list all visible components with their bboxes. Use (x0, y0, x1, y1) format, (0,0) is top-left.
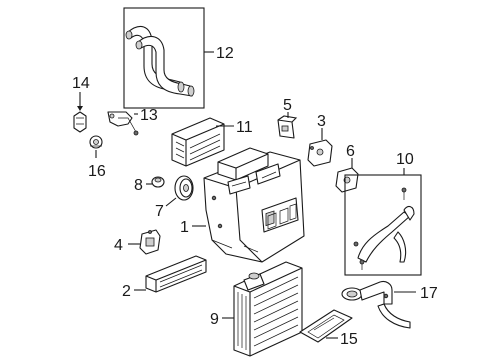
callout-13: 13 (140, 107, 158, 124)
part-15-seal (299, 309, 353, 343)
part-13-bracket (107, 111, 139, 136)
callout-7: 7 (155, 203, 164, 220)
callout-5: 5 (283, 97, 292, 114)
callout-16: 16 (88, 163, 106, 180)
callout-3: 3 (317, 113, 326, 130)
part-1-hvac-housing (203, 147, 305, 263)
callout-8: 8 (134, 177, 143, 194)
part-9-heater-core (233, 261, 303, 357)
part-6-actuator (335, 167, 359, 193)
callout-14: 14 (72, 75, 90, 92)
callout-10: 10 (396, 151, 414, 168)
callout-9: 9 (210, 311, 219, 328)
part-5-actuator (277, 115, 298, 139)
part-10-inset-box (344, 174, 422, 276)
callout-4: 4 (114, 237, 123, 254)
part-10-hose-assembly (344, 174, 422, 276)
callout-2: 2 (122, 283, 131, 300)
callout-15: 15 (340, 331, 358, 348)
part-12-inset-box (123, 7, 205, 109)
part-12-heater-tubes (123, 7, 205, 109)
part-4-actuator (139, 229, 161, 255)
part-8-grommet (151, 176, 165, 188)
part-17-drain-hose (341, 280, 411, 329)
part-7-blower-motor (174, 175, 194, 201)
part-14-clip (73, 111, 87, 133)
part-11-core (171, 117, 225, 167)
part-3-actuator (307, 139, 333, 167)
callout-1: 1 (180, 219, 189, 236)
callout-6: 6 (346, 143, 355, 160)
callout-17: 17 (420, 285, 438, 302)
part-16-actuator (89, 135, 103, 149)
part-2-filter (145, 255, 207, 293)
callout-12: 12 (216, 45, 234, 62)
callout-11: 11 (236, 119, 253, 136)
